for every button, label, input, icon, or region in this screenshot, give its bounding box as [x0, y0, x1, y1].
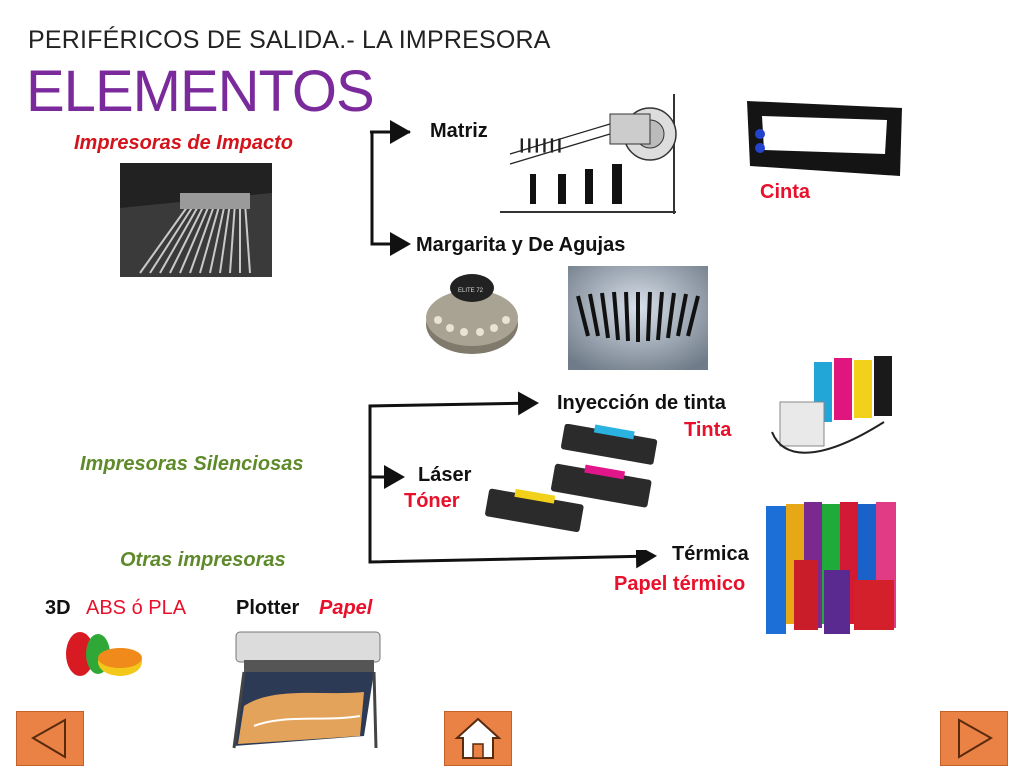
slide-subtitle: PERIFÉRICOS DE SALIDA.- LA IMPRESORA	[28, 26, 551, 54]
triangle-left-icon	[31, 718, 66, 759]
category-impacto: Impresoras de Impacto	[74, 132, 293, 154]
label-matriz: Matriz	[430, 120, 488, 142]
home-button[interactable]	[444, 711, 512, 766]
prev-slide-button[interactable]	[16, 711, 84, 766]
label-papel-termico: Papel térmico	[614, 573, 746, 595]
triangle-right-icon	[958, 718, 993, 759]
label-margarita: Margarita y De Agujas	[416, 234, 626, 256]
svg-text:ELITE 72: ELITE 72	[458, 288, 484, 294]
filament-spools-image	[60, 628, 144, 680]
thermal-paper-rolls-image	[764, 500, 908, 638]
label-cinta: Cinta	[760, 181, 810, 203]
label-3d-material: ABS ó PLA	[86, 597, 187, 619]
slide-title: ELEMENTOS	[26, 59, 375, 124]
house-icon	[454, 717, 502, 759]
label-tinta: Tinta	[684, 419, 732, 441]
category-otras: Otras impresoras	[120, 549, 286, 571]
ink-tank-system-image	[764, 352, 898, 464]
label-inyeccion: Inyección de tinta	[557, 392, 726, 414]
next-slide-button[interactable]	[940, 711, 1008, 766]
label-plotter: Plotter	[236, 597, 300, 619]
dot-matrix-pins-image	[568, 266, 708, 370]
label-plotter-material: Papel	[319, 597, 373, 619]
matrix-printhead-image: | | | | | |	[500, 94, 678, 214]
ribbon-cartridge-image	[742, 96, 908, 188]
svg-text:| | | | | |: | | | | | |	[520, 136, 561, 152]
label-termica: Térmica	[672, 543, 749, 565]
typewriter-image	[120, 163, 272, 277]
category-silenciosas: Impresoras Silenciosas	[80, 453, 304, 475]
label-toner: Tóner	[404, 490, 460, 512]
daisywheel-image: ELITE 72	[418, 268, 526, 358]
toner-cartridges-image	[482, 424, 658, 550]
label-3d: 3D	[45, 597, 71, 619]
label-laser: Láser	[418, 464, 472, 486]
plotter-image	[214, 626, 384, 752]
